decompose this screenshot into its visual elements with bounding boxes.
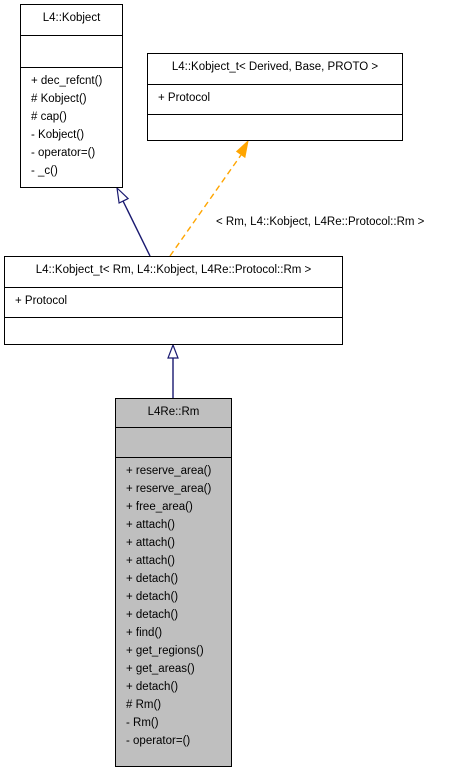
class-kobject-t-rm-attributes: + Protocol <box>5 287 342 317</box>
class-member: + detach() <box>126 681 179 693</box>
class-member: - Rm() <box>126 717 159 729</box>
class-member: + attach() <box>126 555 175 567</box>
inheritance-arrowhead-kobject <box>116 186 130 204</box>
class-member: + attach() <box>126 537 175 549</box>
class-member: + detach() <box>126 609 179 621</box>
class-kobject-title: L4::Kobject <box>42 12 101 24</box>
inheritance-arrowhead-rm <box>167 343 179 359</box>
class-member: + reserve_area() <box>126 483 212 495</box>
class-kobject-t-template-title: L4::Kobject_t< Derived, Base, PROTO > <box>171 61 379 73</box>
class-kobject[interactable]: L4::Kobject + dec_refcnt()# Kobject()# c… <box>20 4 123 188</box>
class-member: - operator=() <box>126 735 191 747</box>
class-rm-methods: + reserve_area() + reserve_area() + free_a… <box>116 457 231 754</box>
class-member: - operator=() <box>31 147 96 159</box>
class-rm[interactable]: L4Re::Rm + reserve_area()+ reserve_area(… <box>115 398 232 767</box>
class-member: + reserve_area() <box>126 465 212 477</box>
class-member: + find() <box>126 627 163 639</box>
class-member: + get_regions() <box>126 645 204 657</box>
class-member: + Protocol <box>15 295 68 307</box>
class-kobject-t-template-methods <box>148 114 402 141</box>
class-member: + dec_refcnt() <box>31 75 103 87</box>
template-binding-label: < Rm, L4::Kobject, L4Re::Protocol::Rm > <box>216 216 425 228</box>
class-member: + get_areas() <box>126 663 195 675</box>
class-kobject-t-rm[interactable]: L4::Kobject_t< Rm, L4::Kobject, L4Re::Pr… <box>4 256 343 345</box>
class-member: + Protocol <box>158 92 211 104</box>
class-kobject-t-rm-title: L4::Kobject_t< Rm, L4::Kobject, L4Re::Pr… <box>35 264 312 276</box>
template-edge <box>169 154 242 257</box>
class-kobject-methods: + dec_refcnt() # Kobject() # cap() - Kobjec… <box>21 67 122 184</box>
inheritance-edge-kobject <box>122 200 151 257</box>
class-kobject-t-template-attributes: + Protocol <box>148 84 402 114</box>
class-member: - Kobject() <box>31 129 85 141</box>
class-member: # Kobject() <box>31 93 87 105</box>
class-member: # Rm() <box>126 699 162 711</box>
template-arrowhead <box>235 139 249 159</box>
class-kobject-attributes <box>21 35 122 67</box>
class-member: + detach() <box>126 591 179 603</box>
class-member: + free_area() <box>126 501 193 513</box>
class-member: + detach() <box>126 573 179 585</box>
class-kobject-t-template[interactable]: L4::Kobject_t< Derived, Base, PROTO > + … <box>147 53 403 141</box>
class-kobject-t-rm-methods <box>5 317 342 345</box>
class-rm-attributes <box>116 427 231 457</box>
class-rm-title: L4Re::Rm <box>147 406 200 418</box>
class-member: + attach() <box>126 519 175 531</box>
class-member: # cap() <box>31 111 67 123</box>
class-member: - _c() <box>31 165 58 177</box>
